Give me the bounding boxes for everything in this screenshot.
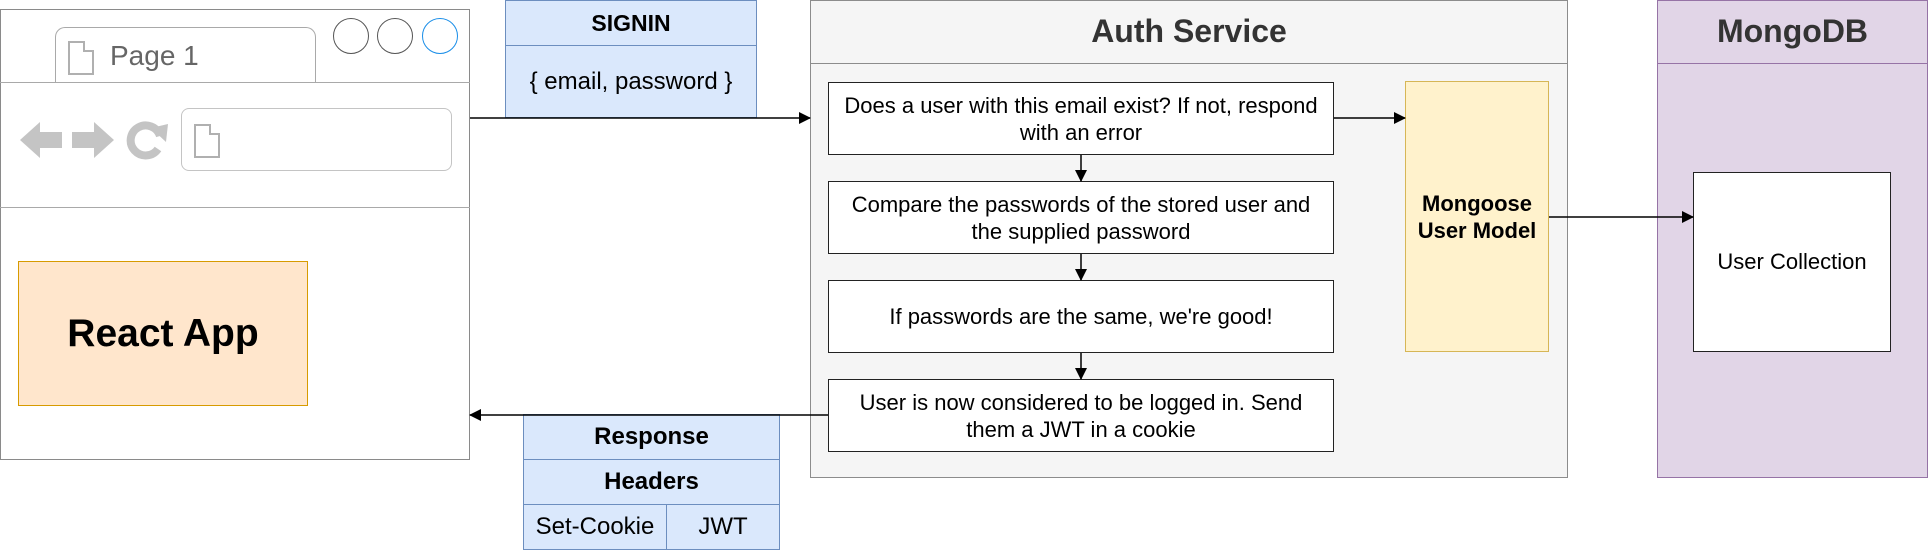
user-collection: User Collection — [1693, 172, 1891, 352]
response-header-name: Set-Cookie — [523, 504, 667, 550]
mongoose-user-model: Mongoose User Model — [1405, 81, 1549, 352]
step-check-user: Does a user with this email exist? If no… — [828, 82, 1334, 155]
browser-tab[interactable] — [55, 27, 316, 83]
auth-service-title: Auth Service — [810, 0, 1568, 64]
page-icon — [68, 41, 94, 75]
reload-icon[interactable] — [124, 116, 170, 162]
request-body: { email, password } — [505, 45, 757, 118]
request-title: SIGNIN — [505, 0, 757, 46]
step-passwords-match: If passwords are the same, we're good! — [828, 280, 1334, 353]
window-close-button[interactable] — [422, 18, 458, 54]
tab-title: Page 1 — [110, 40, 199, 71]
window-minimize-button[interactable] — [333, 18, 369, 54]
react-app-box: React App — [18, 261, 308, 406]
forward-arrow-icon[interactable] — [70, 117, 116, 163]
back-arrow-icon[interactable] — [18, 117, 64, 163]
window-maximize-button[interactable] — [377, 18, 413, 54]
response-header-value: JWT — [666, 504, 780, 550]
toolbar-divider — [0, 207, 470, 208]
address-bar[interactable] — [181, 108, 452, 171]
tab-bar-divider — [0, 82, 470, 83]
page-icon — [194, 124, 220, 158]
response-headers-label: Headers — [523, 459, 780, 505]
step-send-jwt: User is now considered to be logged in. … — [828, 379, 1334, 452]
mongodb-title: MongoDB — [1657, 0, 1928, 64]
